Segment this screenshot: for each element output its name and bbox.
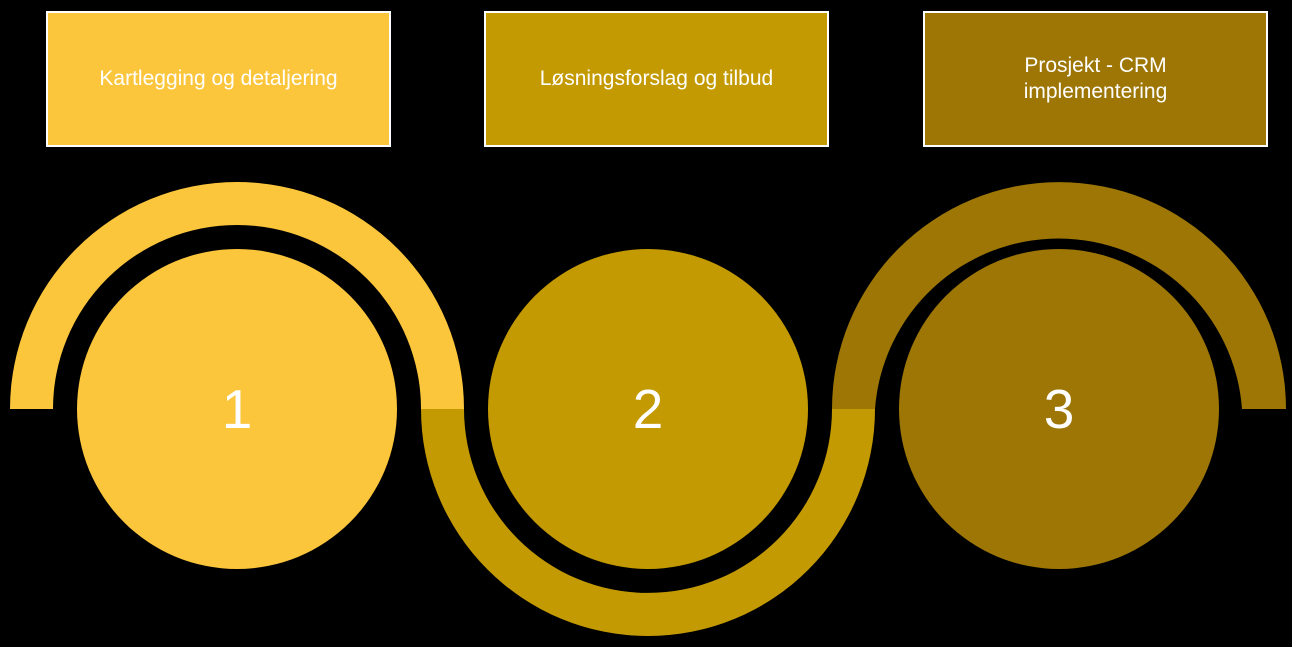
stage-label-3: Prosjekt - CRM implementering: [1023, 53, 1168, 103]
stage-number-3: 3: [1044, 378, 1075, 440]
stage-box-3: Prosjekt - CRM implementering: [923, 11, 1268, 147]
arc-stage-3: [832, 182, 1286, 409]
stage-number-2: 2: [633, 378, 664, 440]
stage-box-2: Løsningsforslag og tilbud: [484, 11, 829, 147]
stage-circle-2: [488, 249, 808, 569]
stage-label-2: Løsningsforslag og tilbud: [539, 66, 774, 90]
arc-stage-1: [10, 182, 464, 409]
arc-stage-2: [421, 409, 875, 636]
stage-label-1: Kartlegging og detaljering: [99, 66, 338, 90]
stage-number-1: 1: [222, 378, 253, 440]
stage-circle-3: [899, 249, 1219, 569]
stage-circle-1: [77, 249, 397, 569]
stage-box-1: Kartlegging og detaljering: [46, 11, 391, 147]
